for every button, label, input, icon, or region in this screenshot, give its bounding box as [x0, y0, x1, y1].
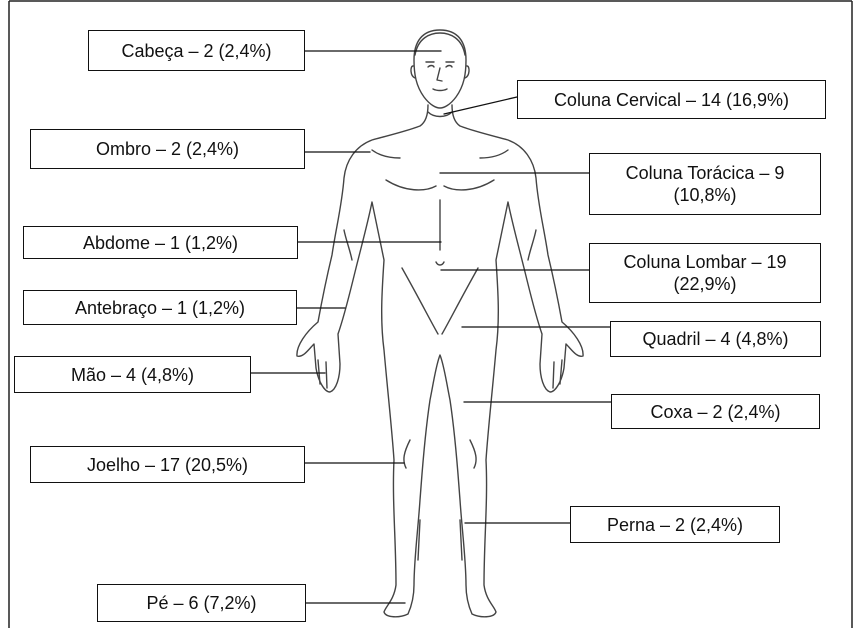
label-coluna-toracica: Coluna Torácica – 9 (10,8%) [589, 153, 821, 215]
head-outline [413, 29, 467, 109]
hand-lines [317, 359, 563, 389]
chest-lines [371, 149, 509, 191]
label-pe: Pé – 6 (7,2%) [97, 584, 306, 622]
label-antebraco: Antebraço – 1 (1,2%) [23, 290, 297, 325]
leader-lines [250, 50, 612, 604]
neck-lines [427, 111, 453, 118]
label-quadril: Quadril – 4 (4,8%) [610, 321, 821, 357]
label-coxa: Coxa – 2 (2,4%) [611, 394, 820, 429]
hairline [414, 32, 466, 56]
body-outline [296, 104, 584, 618]
label-abdome: Abdome – 1 (1,2%) [23, 226, 298, 259]
label-coluna-lombar: Coluna Lombar – 19 (22,9%) [589, 243, 821, 303]
label-perna: Perna – 2 (2,4%) [570, 506, 780, 543]
label-coluna-cervical: Coluna Cervical – 14 (16,9%) [517, 80, 826, 119]
label-mao: Mão – 4 (4,8%) [14, 356, 251, 393]
label-joelho: Joelho – 17 (20,5%) [30, 446, 305, 483]
face-features [410, 61, 470, 92]
leg-lines [403, 439, 477, 561]
arm-lines [343, 229, 537, 261]
label-ombro: Ombro – 2 (2,4%) [30, 129, 305, 169]
label-cabeca: Cabeça – 2 (2,4%) [88, 30, 305, 71]
abdomen-lines [401, 199, 479, 335]
